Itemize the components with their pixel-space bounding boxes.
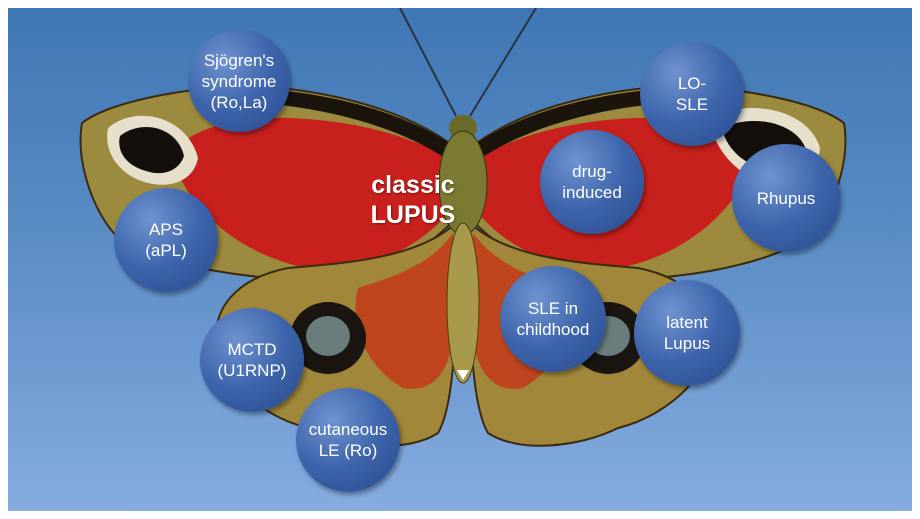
left-antenna	[400, 8, 456, 116]
bubble-aps-label: APS (aPL)	[145, 219, 187, 261]
bubble-lo-sle: LO- SLE	[640, 42, 744, 146]
bubble-cutaneous-label: cutaneous LE (Ro)	[309, 419, 387, 461]
diagram-canvas: classic LUPUS Sjögren's syndrome (Ro,La)…	[8, 8, 912, 511]
bubble-latent-lupus: latent Lupus	[634, 280, 740, 386]
bubble-sjogren-label: Sjögren's syndrome (Ro,La)	[202, 50, 277, 113]
bubble-aps: APS (aPL)	[114, 188, 218, 292]
bubble-sjogren: Sjögren's syndrome (Ro,La)	[188, 30, 290, 132]
bubble-drug-induced-label: drug- induced	[562, 161, 622, 203]
bubble-mctd: MCTD (U1RNP)	[200, 308, 304, 412]
classic-lupus-label: classic LUPUS	[338, 170, 488, 230]
bubble-rhupus-label: Rhupus	[757, 188, 816, 209]
butterfly-abdomen	[447, 223, 479, 383]
bubble-sle-childhood-label: SLE in childhood	[517, 298, 590, 340]
bubble-drug-induced: drug- induced	[540, 130, 644, 234]
right-antenna	[470, 8, 536, 116]
bubble-lo-sle-label: LO- SLE	[676, 73, 708, 115]
bubble-sle-childhood: SLE in childhood	[500, 266, 606, 372]
bubble-latent-lupus-label: latent Lupus	[664, 312, 710, 354]
bubble-mctd-label: MCTD (U1RNP)	[218, 339, 287, 381]
bubble-rhupus: Rhupus	[732, 144, 840, 252]
bubble-cutaneous: cutaneous LE (Ro)	[296, 388, 400, 492]
